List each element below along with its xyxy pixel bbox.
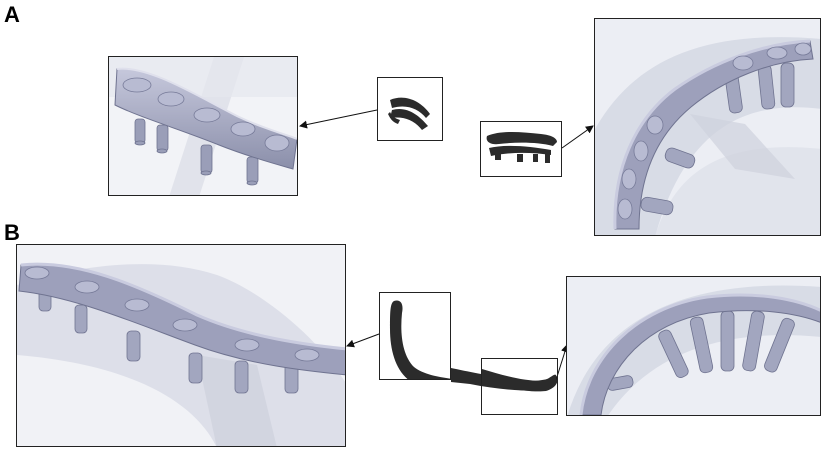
panel-b-zoom-left (16, 244, 346, 447)
plate-render-b-left (17, 245, 345, 446)
plate-render-a-right (595, 19, 820, 235)
panel-b-silhouette-top (379, 292, 451, 380)
plate-silhouette (390, 300, 450, 379)
panel-b-silhouette-tail-box (481, 358, 558, 415)
panel-label-b: B (4, 220, 20, 245)
panel-label-a: A (4, 2, 20, 27)
panel-a-zoom-right (594, 18, 821, 236)
screws (134, 118, 259, 186)
plate-holes (122, 77, 290, 152)
panel-a-silhouette-top (377, 77, 443, 141)
panel-a-silhouette-side (480, 121, 562, 177)
plate-render-b-right (567, 277, 820, 415)
plate-silhouette (388, 97, 430, 130)
plate-render-a-left (109, 57, 297, 195)
screws (606, 310, 795, 391)
panel-a-zoom-left (108, 56, 298, 196)
plate-holes (617, 42, 812, 220)
panel-b-zoom-right (566, 276, 821, 416)
plate-silhouette (482, 369, 557, 392)
plate-silhouette (486, 132, 557, 163)
plate-holes (24, 266, 320, 362)
